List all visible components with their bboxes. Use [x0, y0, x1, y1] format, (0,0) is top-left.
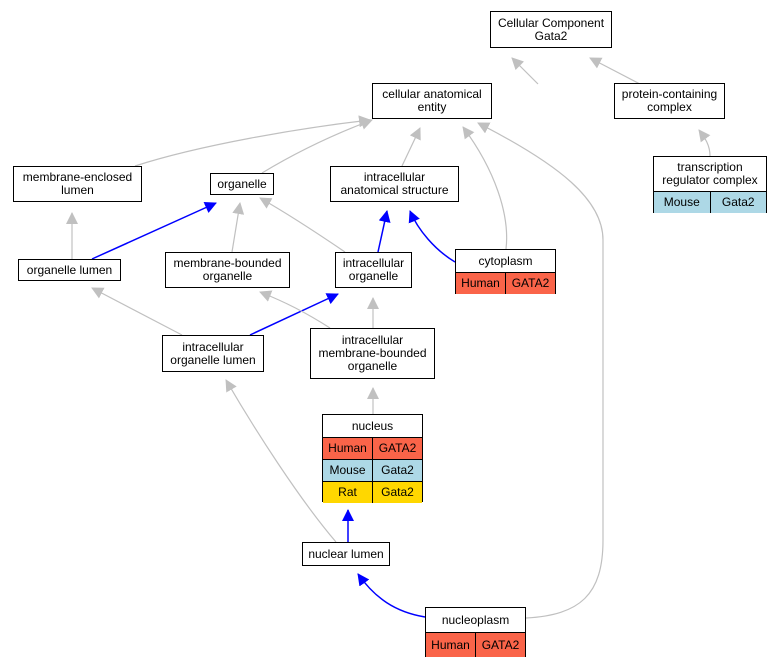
edge-cae-root — [511, 57, 539, 85]
edge-pcc-root — [589, 57, 641, 85]
node-mbo[interactable]: membrane-bounded organelle — [165, 252, 290, 288]
node-label: nucleoplasm — [441, 612, 510, 627]
species-cell: Mouse — [663, 195, 700, 209]
node-label: Cellular Component Gata2 — [497, 15, 605, 43]
node-pcc[interactable]: protein-containing complex — [614, 83, 725, 119]
species-row: Human GATA2 — [456, 272, 555, 294]
edge-io-ias — [377, 210, 391, 253]
node-label: protein-containing complex — [621, 87, 718, 114]
node-root[interactable]: Cellular Component Gata2 — [490, 11, 612, 48]
edge-iol-ol — [91, 287, 183, 336]
edge-ias-cae — [401, 127, 421, 167]
edge-ol-org — [91, 202, 217, 260]
gene-cell: GATA2 — [475, 633, 525, 657]
gene-cell: Gata2 — [372, 460, 422, 481]
node-org[interactable]: organelle — [210, 173, 274, 195]
species-row: Human GATA2 — [323, 437, 422, 459]
species-cell: Mouse — [329, 463, 366, 477]
edge-nl-iol — [225, 379, 337, 543]
node-label: intracellular organelle lumen — [170, 339, 256, 367]
edge-cyto-cae — [462, 126, 508, 250]
node-imbo[interactable]: intracellular membrane-bounded organelle — [310, 328, 435, 379]
node-ias[interactable]: intracellular anatomical structure — [330, 166, 459, 202]
node-label: intracellular membrane-bounded organelle — [318, 333, 427, 373]
gene-cell: Gata2 — [372, 482, 422, 503]
node-mel[interactable]: membrane-enclosed lumen — [13, 166, 142, 202]
species-cell: Human — [431, 637, 470, 652]
node-label: cellular anatomical entity — [382, 87, 482, 114]
edge-mbo-org — [231, 202, 245, 253]
gene-cell: GATA2 — [372, 438, 422, 459]
node-io[interactable]: intracellular organelle — [335, 252, 412, 288]
species-cell: Human — [461, 276, 500, 290]
species-row: Rat Gata2 — [323, 481, 422, 503]
node-label: intracellular anatomical structure — [340, 170, 449, 197]
node-nl[interactable]: nuclear lumen — [302, 542, 390, 566]
node-label: membrane-enclosed lumen — [22, 170, 133, 197]
edge-np-nl — [357, 573, 426, 618]
node-ol[interactable]: organelle lumen — [18, 259, 121, 281]
node-label: membrane-bounded organelle — [173, 256, 282, 283]
node-label: nuclear lumen — [308, 546, 384, 561]
species-row: Mouse Gata2 — [654, 191, 766, 213]
node-label: organelle lumen — [26, 262, 113, 277]
node-label: nucleus — [351, 418, 394, 433]
species-row: Mouse Gata2 — [323, 459, 422, 481]
node-iol[interactable]: intracellular organelle lumen — [162, 335, 264, 372]
edge-io-org — [259, 197, 346, 253]
gene-cell: Gata2 — [709, 192, 767, 213]
node-label: intracellular organelle — [342, 256, 405, 283]
species-cell: Rat — [338, 485, 357, 499]
edge-imbo-mbo — [259, 290, 331, 329]
node-label: transcription regulator complex — [662, 160, 758, 187]
edge-np-cae — [477, 122, 604, 619]
node-cae[interactable]: cellular anatomical entity — [372, 83, 492, 119]
edge-iol-io — [249, 293, 339, 336]
gene-cell: GATA2 — [505, 273, 555, 294]
edge-trc-pcc — [698, 129, 711, 157]
node-label: organelle — [217, 176, 267, 191]
edge-cyto-ias — [408, 210, 456, 263]
edge-org-cae — [261, 118, 373, 174]
species-row: Human GATA2 — [426, 632, 525, 657]
node-label: cytoplasm — [478, 253, 533, 268]
edge-mel-cae — [134, 115, 371, 167]
species-cell: Human — [328, 441, 367, 455]
